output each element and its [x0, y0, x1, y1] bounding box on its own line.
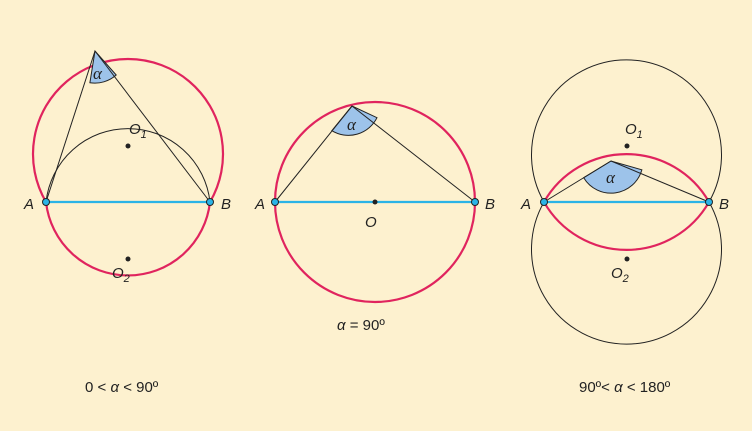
label-o2: O2: [112, 265, 130, 285]
label-alpha: α: [93, 64, 103, 83]
chord-a-vertex: [274, 105, 353, 203]
label-o: O: [365, 214, 377, 231]
label-b: B: [221, 196, 231, 213]
caption-obtuse: 90º< α < 180º: [579, 379, 671, 396]
label-o1: O1: [129, 121, 147, 141]
point-b: [471, 198, 479, 206]
point-a: [540, 198, 548, 206]
chord-b-vertex: [610, 160, 710, 203]
lower-circle-arc: [531, 201, 722, 345]
lower-circle-upper-arc: [45, 128, 211, 203]
lower-circle-red-arc: [44, 201, 212, 277]
panel-acute: A B O1 O2 α 0 < α < 90º: [23, 49, 231, 396]
panel-right: A B O α α = 90º: [254, 100, 495, 334]
label-alpha: α: [606, 168, 616, 187]
panel-obtuse: A B O1 O2 α 90º< α < 180º: [520, 59, 729, 396]
angle-alpha-sector: [331, 105, 378, 136]
chord-a-vertex: [543, 160, 612, 203]
center-o-point: [372, 199, 378, 205]
label-a: A: [520, 196, 531, 213]
caption-acute: 0 < α < 90º: [85, 379, 159, 396]
point-a: [271, 198, 279, 206]
center-o2-point: [125, 256, 131, 262]
point-b: [206, 198, 214, 206]
label-o1: O1: [625, 121, 643, 141]
angle-alpha-sector: [89, 49, 117, 84]
center-o2-point: [624, 256, 630, 262]
chord-a-vertex: [45, 50, 96, 203]
label-o2: O2: [611, 265, 629, 285]
label-alpha: α: [347, 115, 357, 134]
label-a: A: [254, 196, 265, 213]
label-b: B: [719, 196, 729, 213]
upper-circle-arc: [531, 59, 722, 203]
center-o1-point: [125, 143, 131, 149]
point-a: [42, 198, 50, 206]
label-b: B: [485, 196, 495, 213]
caption-right: α = 90º: [337, 317, 385, 334]
lower-circle-red-arc: [543, 153, 710, 203]
chord-b-vertex: [351, 105, 476, 203]
label-a: A: [23, 196, 34, 213]
center-o1-point: [624, 143, 630, 149]
chord-b-vertex: [94, 50, 211, 203]
point-b: [705, 198, 713, 206]
upper-circle-red-arc: [31, 57, 225, 203]
upper-circle-red-arc: [543, 201, 710, 251]
